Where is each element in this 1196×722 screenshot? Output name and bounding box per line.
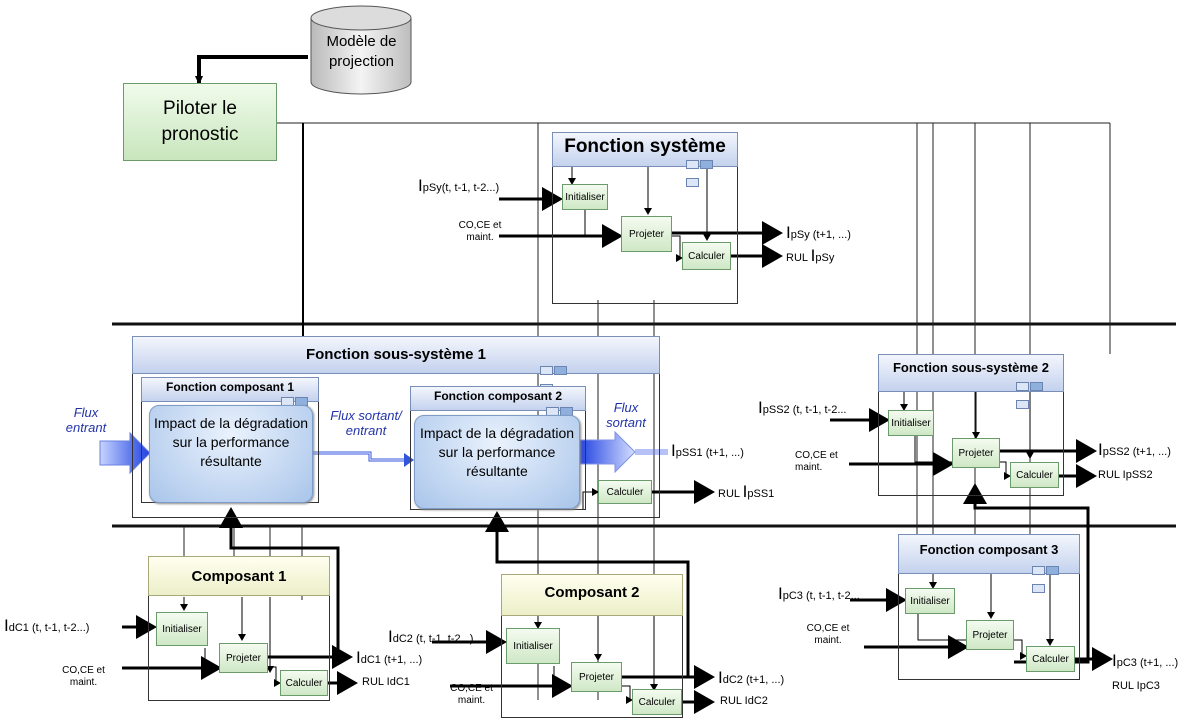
flux-out-label: Flux sortant	[606, 400, 646, 430]
component2-function-title: Fonction composant 2	[410, 386, 586, 411]
component1-compute-step: Calculer	[280, 670, 328, 696]
component3-output-label: IpC3 (t+1, ...)	[1112, 651, 1179, 670]
component2-project-step: Projeter	[571, 662, 622, 692]
subsystem2-rul-label: RUL IpSS2	[1098, 469, 1153, 481]
subsystem2-project-step: Projeter	[952, 438, 1000, 468]
system-function-title-text: Fonction système	[564, 136, 726, 157]
system-input-label: IpSy(t, t-1, t-2...)	[418, 176, 500, 195]
system-other-input: CO,CE et maint.	[458, 220, 502, 243]
expand-icon	[1032, 562, 1072, 593]
component3-other-input: CO,CE et maint.	[806, 623, 850, 646]
expand-icon	[281, 393, 321, 424]
component3-compute-step: Calculer	[1026, 646, 1075, 672]
component3-input-label: IpC3 (t, t-1, t-2...	[778, 584, 860, 603]
component2-init-step: Initialiser	[506, 628, 560, 664]
flux-in-label: Flux entrant	[65, 405, 107, 435]
component1-init-step: Initialiser	[156, 612, 208, 646]
component2-rul-label: RUL IdC2	[720, 695, 768, 707]
component2-other-input: CO,CE et maint.	[450, 683, 493, 706]
component1-project-step: Projeter	[219, 643, 268, 673]
subsystem1-output-label: IpSS1 (t+1, ...)	[671, 441, 744, 460]
component3-rul-label: RUL IpC3	[1112, 680, 1160, 692]
component1-input-label: IdC1 (t, t-1, t-2...)	[4, 616, 90, 635]
expand-icon	[686, 156, 726, 187]
subsystem1-rul-label: RUL IpSS1	[718, 482, 775, 501]
system-project-step: Projeter	[621, 216, 672, 252]
system-rul-label: RUL IpSy	[786, 246, 835, 265]
subsystem2-input-label: IpSS2 (t, t-1, t-2...	[758, 398, 847, 417]
component1-title: Composant 1	[148, 556, 330, 596]
subsystem1-compute-step: Calculer	[598, 480, 652, 504]
database-label: Modèle de projection	[326, 33, 397, 70]
system-compute-step: Calculer	[682, 242, 731, 270]
system-output-label: IpSy (t+1, ...)	[786, 223, 851, 242]
database-icon	[310, 5, 412, 95]
impact-box-2: Impact de la dégradation sur la performa…	[414, 415, 580, 509]
system-init-step: Initialiser	[562, 184, 608, 210]
expand-icon	[546, 403, 586, 434]
subsystem2-compute-step: Calculer	[1010, 462, 1059, 488]
subsystem1-title-text: Fonction sous-système 1	[305, 346, 487, 363]
pilot-box: Piloter le pronostic	[123, 83, 277, 161]
component2-title: Composant 2	[501, 574, 683, 616]
expand-icon	[540, 362, 580, 393]
subsystem2-other-input: CO,CE et maint.	[795, 450, 838, 473]
subsystem2-init-step: Initialiser	[888, 410, 934, 436]
subsystem1-title: Fonction sous-système 1	[132, 336, 660, 374]
component3-init-step: Initialiser	[905, 588, 955, 614]
component2-output-label: IdC2 (t+1, ...)	[718, 668, 785, 687]
component2-compute-step: Calculer	[632, 689, 682, 715]
component3-project-step: Projeter	[966, 620, 1014, 650]
component1-output-label: IdC1 (t+1, ...)	[356, 648, 423, 667]
impact-box-1: Impact de la dégradation sur la performa…	[149, 405, 313, 503]
component1-rul-label: RUL IdC1	[362, 676, 410, 688]
component2-input-label: IdC2 (t, t-1, t-2...)	[388, 627, 474, 646]
database-cylinder: Modèle de projection	[309, 4, 414, 96]
subsystem2-output-label: IpSS2 (t+1, ...)	[1098, 440, 1171, 459]
component1-other-input: CO,CE et maint.	[62, 665, 105, 688]
expand-icon	[1016, 378, 1056, 409]
flux-mid-label: Flux sortant/ entrant	[330, 408, 402, 438]
